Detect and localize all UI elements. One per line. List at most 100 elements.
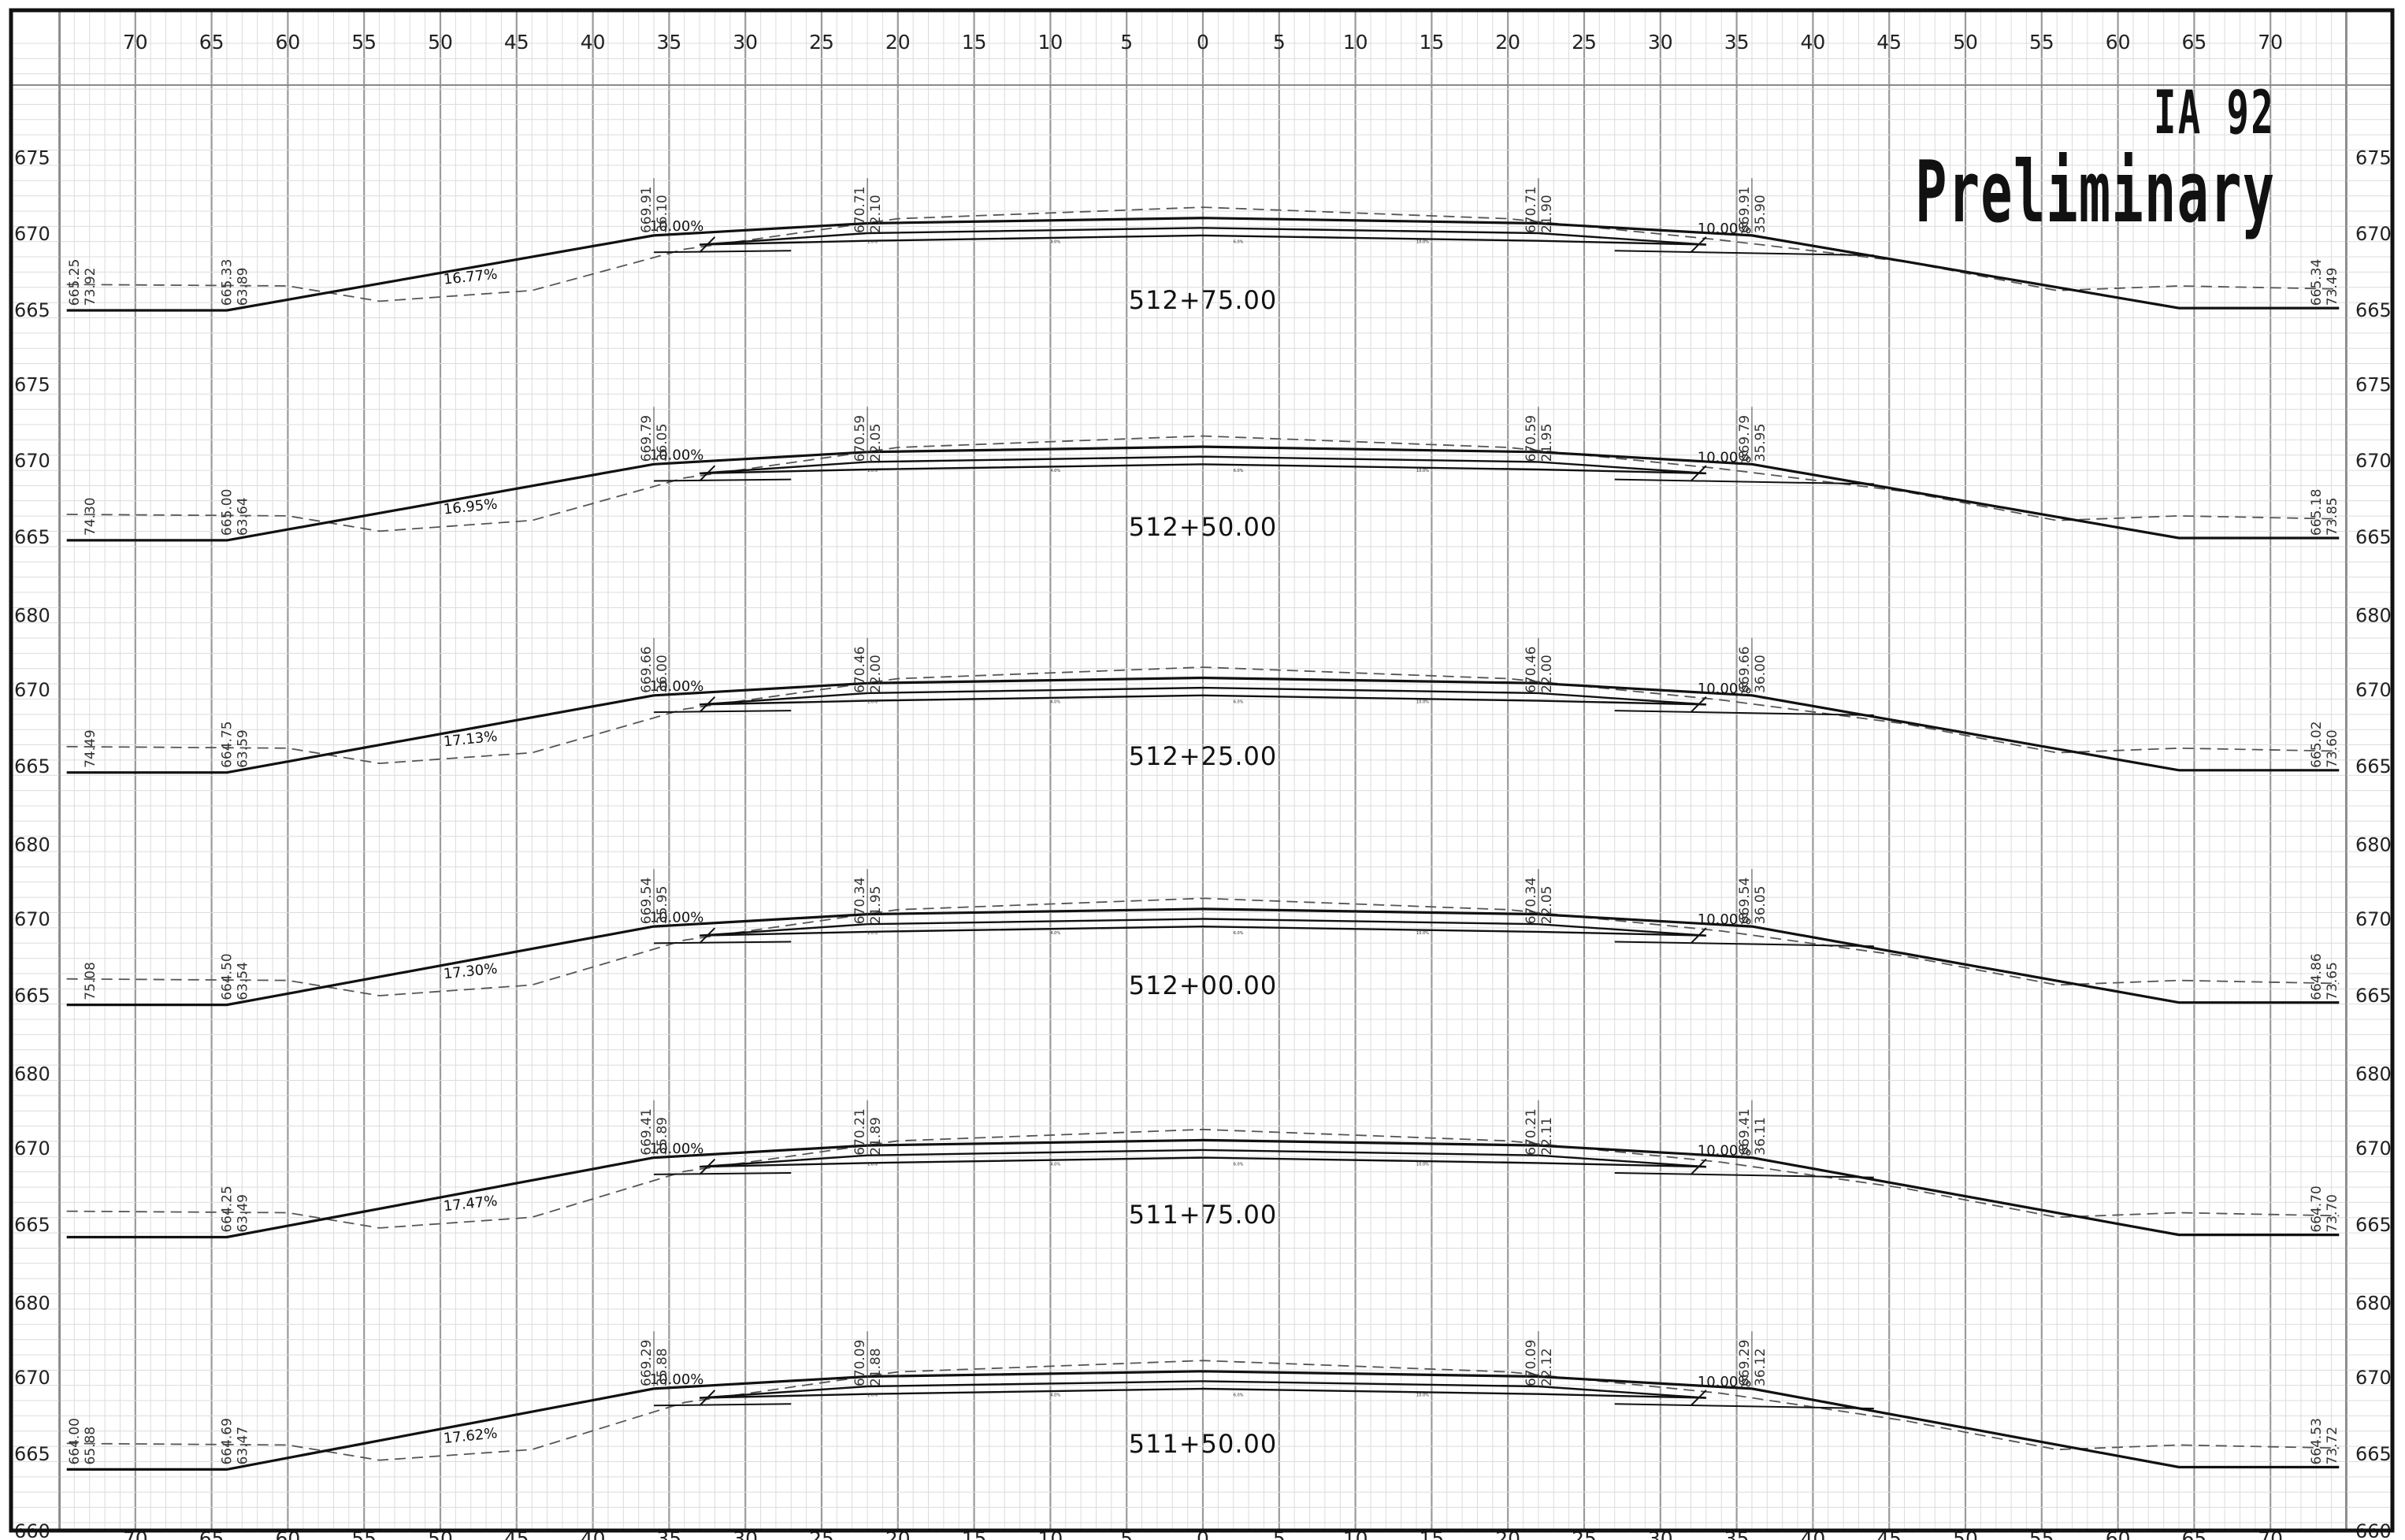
elevation-label-left-overlap: 680 <box>14 1292 50 1314</box>
layer-tag: 6.0% <box>1234 469 1244 473</box>
subbase-layer-line <box>700 1156 1706 1168</box>
annotation-elevation: 670.59 <box>1524 415 1539 462</box>
offset-tick-label-top: 5 <box>1273 31 1286 54</box>
elevation-label-left: 675 <box>14 147 50 169</box>
hinge-wedge <box>699 1390 716 1406</box>
subbase-layer-line <box>700 463 1706 475</box>
toe-offset: 73.72 <box>2325 1427 2340 1465</box>
annotation-offset: 36.05 <box>655 424 670 462</box>
annotation-elevation: 670.71 <box>852 187 868 233</box>
offset-tick-label-top: 20 <box>1495 31 1520 54</box>
annotation-offset: 22.05 <box>868 424 884 462</box>
toe-elevation: 664.75 <box>220 721 236 767</box>
annotation-offset: 22.00 <box>1539 655 1555 693</box>
design-top-surface <box>66 1370 2340 1471</box>
elevation-label-left: 665 <box>14 755 50 777</box>
toe-offset: 73.92 <box>83 268 98 306</box>
right-inner-slope-label: 10.00% <box>1698 221 1752 237</box>
toe-offset: 73.70 <box>2325 1194 2340 1233</box>
elevation-label-right: 665 <box>2355 299 2392 321</box>
annotation-offset: 35.88 <box>655 1348 670 1386</box>
layer-tag: 1.0% <box>867 1393 878 1398</box>
annotation-labels: 7070656560605555505045454040353530302525… <box>14 31 2392 1540</box>
sheet-border <box>9 8 2395 1533</box>
annotation-elevation: 670.34 <box>852 878 868 924</box>
toe-elevation: 665.18 <box>2309 489 2325 536</box>
status-label: Preliminary <box>1914 143 2275 242</box>
hinge-wedge <box>699 1158 716 1175</box>
offset-tick-label-top: 15 <box>1419 31 1444 54</box>
pavement-layer-line <box>700 227 1706 246</box>
existing-ground-line <box>66 1128 2340 1229</box>
annotation-offset: 22.10 <box>868 195 884 233</box>
layer-tag: 1.0% <box>867 931 878 936</box>
offset-tick-label-top: 60 <box>275 31 300 54</box>
offset-tick-label-top: 35 <box>656 31 681 54</box>
right-inner-slope-label: 10.00% <box>1698 449 1752 466</box>
elevation-label-left: 670 <box>14 908 50 930</box>
annotation-offset: 22.00 <box>868 655 884 693</box>
elevation-label-right: 665 <box>2355 1443 2392 1465</box>
left-inner-slope-label: 10.00% <box>650 1141 704 1157</box>
elevation-label-right-overlap: 680 <box>2355 1292 2392 1314</box>
layer-tag: 1.0% <box>867 469 878 473</box>
offset-tick-label-top: 60 <box>2106 31 2131 54</box>
right-inner-slope-label: 10.00% <box>1698 911 1752 928</box>
shoulder-subgrade-right <box>1614 710 1874 716</box>
layer-tag: 6.0% <box>1234 240 1244 245</box>
elevation-label-left: 670 <box>14 679 50 701</box>
annotation-elevation: 669.41 <box>639 1108 655 1155</box>
elevation-label-right: 665 <box>2355 755 2392 777</box>
offset-tick-label-top: 15 <box>962 31 987 54</box>
toe-elevation: 664.86 <box>2309 953 2325 1000</box>
existing-ground-line <box>66 666 2340 765</box>
layer-tag: 6.0% <box>1234 699 1244 704</box>
design-top-surface <box>66 445 2340 542</box>
elevation-label-right: 665 <box>2355 1214 2392 1236</box>
annotation-offset: 35.95 <box>655 886 670 925</box>
toe-elevation: 664.50 <box>220 953 236 1000</box>
annotation-elevation: 670.21 <box>852 1108 868 1155</box>
station-label: 511+75.00 <box>1129 1200 1278 1230</box>
toe-elevation: 664.00 <box>67 1418 83 1464</box>
annotation-elevation: 669.41 <box>1737 1108 1753 1155</box>
layer-tag: 4.0% <box>1050 931 1060 936</box>
toe-offset: 63.47 <box>236 1427 251 1465</box>
offset-tick-label-top: 45 <box>1876 31 1902 54</box>
station-label: 512+50.00 <box>1129 512 1278 542</box>
layer-tag: 1.0% <box>867 699 878 704</box>
offset-tick-label-top: 5 <box>1120 31 1133 54</box>
elevation-label-right-overlap: 680 <box>2355 604 2392 626</box>
route-label: IA 92 <box>2153 77 2275 147</box>
left-inner-slope-label: 10.00% <box>650 909 704 926</box>
annotation-elevation: 670.59 <box>852 415 868 462</box>
layer-tag: 4.0% <box>1050 469 1060 473</box>
hinge-wedge <box>699 236 716 253</box>
subbase-layer-line <box>700 925 1706 937</box>
right-inner-slope-label: 10.00% <box>1698 1143 1752 1160</box>
annotation-offset: 36.11 <box>1753 1117 1768 1156</box>
hinge-wedge <box>699 927 716 944</box>
annotation-elevation: 669.54 <box>1737 878 1753 924</box>
elevation-label-left: 665 <box>14 299 50 321</box>
annotation-offset: 21.90 <box>1539 195 1555 233</box>
shoulder-subgrade-left <box>654 710 792 714</box>
